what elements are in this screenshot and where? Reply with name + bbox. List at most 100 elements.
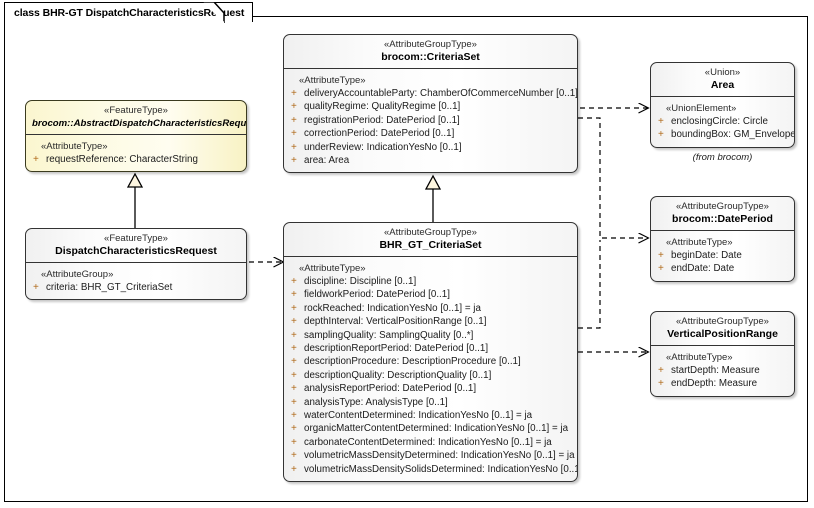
attribute-row: +descriptionQuality: DescriptionQuality … bbox=[289, 369, 573, 382]
class-box-dispatch-characteristics-request[interactable]: «FeatureType» DispatchCharacteristicsReq… bbox=[25, 228, 247, 301]
attribute-text: carbonateContentDetermined: IndicationYe… bbox=[304, 436, 552, 448]
class-box-area[interactable]: «Union» Area «UnionElement» + enclosingC… bbox=[650, 62, 795, 148]
visibility-marker: + bbox=[291, 128, 297, 140]
diagram-tab-slant bbox=[203, 2, 225, 23]
attribute-text: beginDate: Date bbox=[671, 250, 742, 261]
attribute-text: area: Area bbox=[304, 155, 350, 167]
attribute-row: + correctionPeriod: DatePeriod [0..1] bbox=[289, 127, 573, 140]
attribute-row: + area: Area bbox=[289, 154, 573, 167]
diagram-title-tab: class BHR-GT DispatchCharacteristicsRequ… bbox=[4, 2, 254, 22]
attribute-row: + registrationPeriod: DatePeriod [0..1] bbox=[289, 114, 573, 127]
attribute-text: descriptionReportPeriod: DatePeriod [0..… bbox=[304, 343, 489, 355]
attribute-group-stereotype: «AttributeType» bbox=[666, 237, 733, 248]
visibility-marker: + bbox=[291, 302, 297, 314]
class-attributes: «AttributeType» + startDepth: Measure + … bbox=[651, 346, 794, 396]
class-stereotype: «AttributeGroupType» bbox=[676, 201, 769, 212]
class-name: BHR_GT_CriteriaSet bbox=[379, 239, 482, 251]
attribute-row: + descriptionReportPeriod: DatePeriod [0.… bbox=[289, 342, 573, 355]
attribute-text: requestReference: CharacterString bbox=[46, 154, 198, 165]
visibility-marker: + bbox=[291, 101, 297, 113]
attribute-row: +volumetricMassDensityDetermined: Indica… bbox=[289, 449, 575, 462]
visibility-marker: + bbox=[33, 154, 39, 165]
attribute-row: + discipline: Discipline [0..1] bbox=[289, 275, 573, 288]
class-name: VerticalPositionRange bbox=[667, 328, 778, 340]
attribute-text: registrationPeriod: DatePeriod [0..1] bbox=[304, 114, 460, 126]
attribute-row: +waterContentDetermined: IndicationYesNo… bbox=[289, 409, 573, 422]
visibility-marker: + bbox=[291, 114, 297, 126]
attribute-text: rockReached: IndicationYesNo [0..1] = ja bbox=[304, 302, 481, 314]
class-header: «Union» Area bbox=[651, 63, 794, 97]
visibility-marker: + bbox=[291, 369, 297, 381]
attribute-text: organicMatterContentDetermined: Indicati… bbox=[304, 423, 569, 435]
attribute-row: + rockReached: IndicationYesNo [0..1] = j… bbox=[289, 302, 573, 315]
class-header: «AttributeGroupType» BHR_GT_CriteriaSet bbox=[284, 223, 577, 257]
visibility-marker: + bbox=[658, 378, 664, 390]
class-box-bhr-gt-criteriaset[interactable]: «AttributeGroupType» BHR_GT_CriteriaSet … bbox=[283, 222, 578, 483]
attribute-text: descriptionProcedure: DescriptionProcedu… bbox=[304, 356, 521, 368]
attribute-text: criteria: BHR_GT_CriteriaSet bbox=[46, 282, 173, 293]
attribute-row: +fieldworkPeriod: DatePeriod [0..1] bbox=[289, 288, 573, 301]
class-name: brocom::CriteriaSet bbox=[381, 51, 480, 63]
class-box-brocom-dateperiod[interactable]: «AttributeGroupType» brocom::DatePeriod … bbox=[650, 196, 795, 282]
attribute-row: + endDate: Date bbox=[656, 262, 790, 275]
visibility-marker: + bbox=[291, 141, 297, 153]
class-attributes: «AttributeGroup» + criteria: BHR_GT_Crit… bbox=[26, 263, 246, 299]
diagram-title: class BHR-GT DispatchCharacteristicsRequ… bbox=[14, 6, 245, 19]
attribute-group-stereotype: «AttributeType» bbox=[299, 263, 366, 274]
attribute-row: +volumetricMassDensitySolidsDetermined: … bbox=[289, 463, 577, 476]
attribute-group-stereotype: «AttributeType» bbox=[666, 352, 733, 363]
class-attributes: «AttributeType» + deliveryAccountablePar… bbox=[284, 69, 577, 172]
class-name: Area bbox=[710, 79, 735, 91]
class-stereotype: «Union» bbox=[704, 67, 741, 78]
visibility-marker: + bbox=[291, 423, 297, 435]
class-name: brocom::DatePeriod bbox=[672, 213, 773, 225]
class-box-brocom-criteriaset[interactable]: «AttributeGroupType» brocom::CriteriaSet… bbox=[283, 34, 578, 174]
visibility-marker: + bbox=[33, 282, 39, 293]
visibility-marker: + bbox=[291, 276, 297, 287]
attribute-text: boundingBox: GM_Envelope bbox=[671, 129, 795, 141]
attribute-row: +analysisType: AnalysisType [0..1] bbox=[289, 396, 573, 409]
visibility-marker: + bbox=[291, 316, 297, 328]
class-attributes: «UnionElement» + enclosingCircle: Circle… bbox=[651, 97, 794, 147]
class-stereotype: «AttributeGroupType» bbox=[384, 227, 477, 238]
attribute-text: volumetricMassDensityDetermined: Indicat… bbox=[304, 450, 575, 462]
class-header: «FeatureType» DispatchCharacteristicsReq… bbox=[26, 229, 246, 263]
attribute-text: depthInterval: VerticalPositionRange [0.… bbox=[304, 316, 487, 328]
class-name: DispatchCharacteristicsRequest bbox=[55, 245, 217, 257]
attribute-group-stereotype: «UnionElement» bbox=[666, 103, 737, 114]
class-header: «AttributeGroupType» VerticalPositionRan… bbox=[651, 312, 794, 346]
visibility-marker: + bbox=[291, 356, 297, 368]
visibility-marker: + bbox=[291, 155, 297, 167]
class-header: «AttributeGroupType» brocom::CriteriaSet bbox=[284, 35, 577, 69]
attribute-text: analysisReportPeriod: DatePeriod [0..1] bbox=[304, 383, 477, 395]
attribute-row: + organicMatterContentDetermined: Indicat… bbox=[289, 422, 573, 435]
visibility-marker: + bbox=[291, 463, 297, 475]
visibility-marker: + bbox=[291, 436, 297, 448]
visibility-marker: + bbox=[291, 88, 297, 99]
attribute-text: analysisType: AnalysisType [0..1] bbox=[304, 396, 448, 408]
class-name: brocom::AbstractDispatchCharacteristicsR… bbox=[32, 118, 247, 129]
attribute-row: + criteria: BHR_GT_CriteriaSet bbox=[31, 281, 242, 294]
attribute-text: deliveryAccountableParty: ChamberOfComme… bbox=[304, 88, 578, 99]
attribute-group-stereotype: «AttributeType» bbox=[41, 141, 108, 152]
class-stereotype: «AttributeGroupType» bbox=[384, 39, 477, 50]
attribute-row: + beginDate: Date bbox=[656, 249, 790, 262]
class-header: «FeatureType» brocom::AbstractDispatchCh… bbox=[26, 101, 246, 135]
visibility-marker: + bbox=[291, 410, 297, 422]
visibility-marker: + bbox=[658, 129, 664, 141]
attribute-text: startDepth: Measure bbox=[671, 365, 760, 376]
attribute-text: discipline: Discipline [0..1] bbox=[304, 276, 417, 287]
attribute-row: + boundingBox: GM_Envelope bbox=[656, 128, 794, 141]
class-header: «AttributeGroupType» brocom::DatePeriod bbox=[651, 197, 794, 231]
attribute-row: +samplingQuality: SamplingQuality [0..*] bbox=[289, 329, 573, 342]
visibility-marker: + bbox=[291, 289, 297, 301]
attribute-text: endDate: Date bbox=[671, 263, 735, 275]
visibility-marker: + bbox=[658, 116, 664, 127]
visibility-marker: + bbox=[291, 343, 297, 355]
class-box-vertical-position-range[interactable]: «AttributeGroupType» VerticalPositionRan… bbox=[650, 311, 795, 397]
class-box-abstract-dispatch-request[interactable]: «FeatureType» brocom::AbstractDispatchCh… bbox=[25, 100, 247, 173]
class-stereotype: «AttributeGroupType» bbox=[676, 316, 769, 327]
attribute-text: enclosingCircle: Circle bbox=[671, 116, 768, 127]
attribute-row: + carbonateContentDetermined: IndicationY… bbox=[289, 436, 573, 449]
